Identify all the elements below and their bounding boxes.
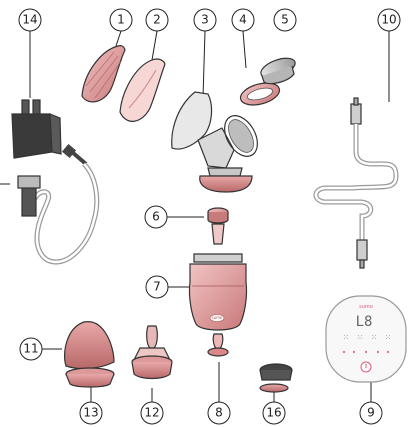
callout-7-label: 7 [153,280,161,294]
svg-text:⁙: ⁙ [343,333,350,342]
callout-10: 10 [378,9,400,31]
power-adapter [0,100,97,262]
bottle-logo: sumo [212,315,224,320]
callout-4: 4 [232,9,254,31]
nipple-teat [132,326,172,379]
power-icon[interactable] [361,362,371,372]
sealing-cap [260,364,292,392]
callout-13-label: 13 [83,406,98,420]
callout-6: 6 [145,206,167,228]
callout-5-label: 5 [281,13,289,27]
svg-text:⁙: ⁙ [371,333,378,342]
duckbill-valve [208,208,228,244]
callout-10-label: 10 [381,13,396,27]
callout-5: 5 [274,9,296,31]
callout-14: 14 [19,9,41,31]
lcd-reading: L8 [356,314,373,330]
tubing [316,98,396,268]
diaphragm-cap [258,54,297,83]
callout-4-label: 4 [239,13,247,27]
callout-14-label: 14 [22,13,37,27]
callout-2: 2 [146,9,168,31]
callout-7: 7 [146,276,168,298]
flange-insert-large [82,46,125,102]
svg-text:⁙: ⁙ [357,333,364,342]
callout-1: 1 [110,9,132,31]
callout-9: 9 [360,402,382,424]
screw-collar [66,368,114,387]
callout-11: 11 [20,338,42,360]
valve-membrane [208,334,228,356]
milk-bottle: sumo [189,254,246,330]
callout-8-label: 8 [215,406,223,420]
pump-motor-unit: sumo L8 ⁙ ⁙ ⁙ ⁙ [326,296,406,382]
flange-insert-small [120,59,165,121]
svg-text:⁙: ⁙ [385,333,392,342]
callout-8: 8 [208,402,230,424]
callout-11-label: 11 [23,342,38,356]
callout-12-label: 12 [144,406,159,420]
callout-16: 16 [263,402,285,424]
breast-shield [172,92,264,192]
callout-12: 12 [141,402,163,424]
callout-16-label: 16 [266,406,281,420]
bottle-cover [65,322,114,369]
callout-3-label: 3 [201,13,209,27]
callout-3: 3 [194,9,216,31]
callout-13: 13 [80,402,102,424]
callout-2-label: 2 [153,13,161,27]
callout-9-label: 9 [367,406,375,420]
callout-1-label: 1 [117,13,125,27]
callout-6-label: 6 [152,210,160,224]
motor-brand: sumo [359,304,373,310]
